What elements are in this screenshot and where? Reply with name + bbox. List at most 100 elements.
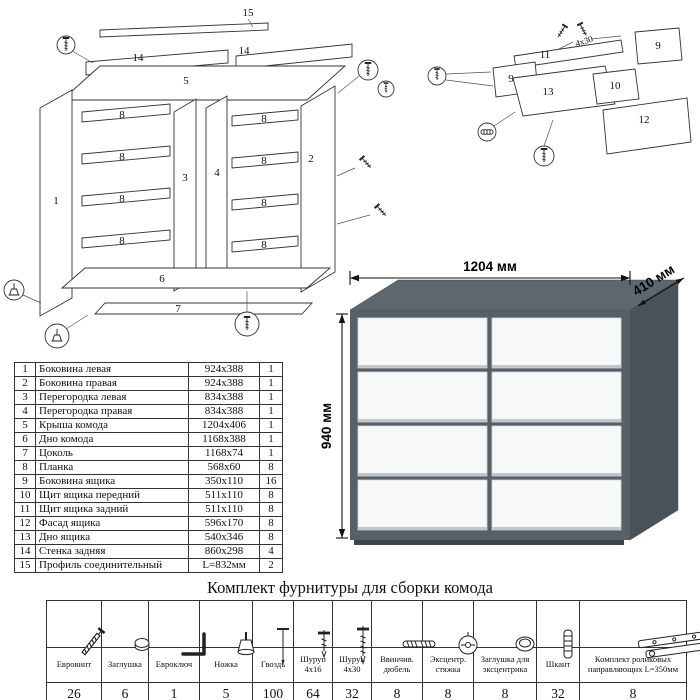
part-name: Крыша комода	[35, 418, 189, 433]
part-callout-9: 9	[655, 40, 661, 52]
hardware-kit-title: Комплект фурнитуры для сборки комода	[206, 578, 493, 597]
part-qty: 8	[259, 502, 283, 517]
drawer-front	[491, 371, 622, 423]
part-number: 3	[14, 390, 36, 405]
part-name: Стенка задняя	[35, 544, 189, 559]
part-size: 834x388	[188, 404, 260, 419]
part-size: 350x110	[188, 474, 260, 489]
part-size: 1168x74	[188, 446, 260, 461]
hardware-item-name: Евровинт	[46, 647, 102, 683]
part-size: 1168x388	[188, 432, 260, 447]
part-name: Фасад ящика	[35, 516, 189, 531]
part-number: 15	[14, 558, 36, 573]
dresser-plinth-shadow	[354, 540, 624, 545]
part-size: 540x346	[188, 530, 260, 545]
cam-lock-icon	[422, 600, 478, 655]
part-qty: 1	[259, 446, 283, 461]
part-qty: 1	[259, 362, 283, 377]
hardware-item-qty: 5	[199, 682, 253, 700]
part-callout-5: 5	[183, 75, 189, 87]
part-qty: 1	[259, 418, 283, 433]
part-callout-7: 7	[175, 303, 181, 315]
hardware-item-qty: 8	[422, 682, 474, 700]
hardware-item-qty: 100	[252, 682, 294, 700]
part-callout-8: 8	[119, 151, 125, 163]
part-qty: 4	[259, 544, 283, 559]
screw-icon	[554, 23, 569, 40]
drawer-front	[491, 425, 622, 477]
part-callout-1: 1	[53, 195, 59, 207]
part-number: 11	[14, 502, 36, 517]
part-callout-13: 13	[543, 86, 555, 98]
hardware-item-qty: 64	[293, 682, 333, 700]
part-number: 12	[14, 516, 36, 531]
part-size: 511x110	[188, 488, 260, 503]
main-assembly-diagram: 15 14 14 5 2 4 3 8 8 8 8 8 8 8 8	[3, 7, 395, 349]
width-dimension-label: 1204 мм	[463, 259, 517, 274]
drawer-front	[357, 425, 488, 477]
hardware-item-qty: 8	[579, 682, 687, 700]
part-number: 13	[14, 530, 36, 545]
part-number: 6	[14, 432, 36, 447]
part-qty: 8	[259, 530, 283, 545]
hardware-icons-row	[46, 600, 700, 665]
hardware-item-qty: 6	[101, 682, 149, 700]
screw-4x30-icon	[332, 600, 372, 665]
part-callout-6: 6	[159, 273, 165, 285]
part-callout-14: 14	[133, 52, 145, 64]
part-number: 4	[14, 404, 36, 419]
part-callout-8: 8	[119, 109, 125, 121]
part-number: 7	[14, 446, 36, 461]
part-callout-8: 8	[261, 239, 267, 251]
screw-4x16-icon	[293, 600, 333, 659]
part-name: Профиль соединительный	[35, 558, 189, 573]
plug-cap-icon	[101, 600, 150, 651]
part-size: 1204x406	[188, 418, 260, 433]
part-name: Боковина левая	[35, 362, 189, 377]
part-number: 1	[14, 362, 36, 377]
part-number: 8	[14, 460, 36, 475]
part-name: Перегородка правая	[35, 404, 189, 419]
hardware-item-name: Шуруп 4x16	[293, 647, 333, 683]
drawer-front	[491, 479, 622, 531]
euroscrew-icon	[46, 600, 106, 656]
part-callout-3: 3	[182, 172, 188, 184]
part-qty: 2	[259, 558, 283, 573]
part-qty: 8	[259, 460, 283, 475]
foot-icon	[199, 600, 255, 656]
height-dimension-label: 940 мм	[319, 403, 334, 449]
part-callout-15: 15	[243, 7, 255, 19]
hardware-item-name: Ввинчив. дюбель	[371, 647, 423, 683]
dowel-screw-icon	[371, 600, 436, 648]
hardware-item-name: Гвоздь	[252, 647, 294, 683]
part-size: L=832мм	[188, 558, 260, 573]
part-qty: 1	[259, 376, 283, 391]
part-name: Щит ящика задний	[35, 502, 189, 517]
hardware-item-qty: 32	[332, 682, 372, 700]
part-qty: 1	[259, 404, 283, 419]
drawer-front	[491, 317, 622, 369]
part-size: 834x388	[188, 390, 260, 405]
hardware-item-qty: 8	[473, 682, 537, 700]
part-callout-11: 11	[540, 49, 551, 61]
part-number: 14	[14, 544, 36, 559]
hardware-item-name: Шкант	[536, 647, 580, 683]
part-number: 2	[14, 376, 36, 391]
part-number: 5	[14, 418, 36, 433]
part-size: 596x170	[188, 516, 260, 531]
part-callout-8: 8	[119, 235, 125, 247]
